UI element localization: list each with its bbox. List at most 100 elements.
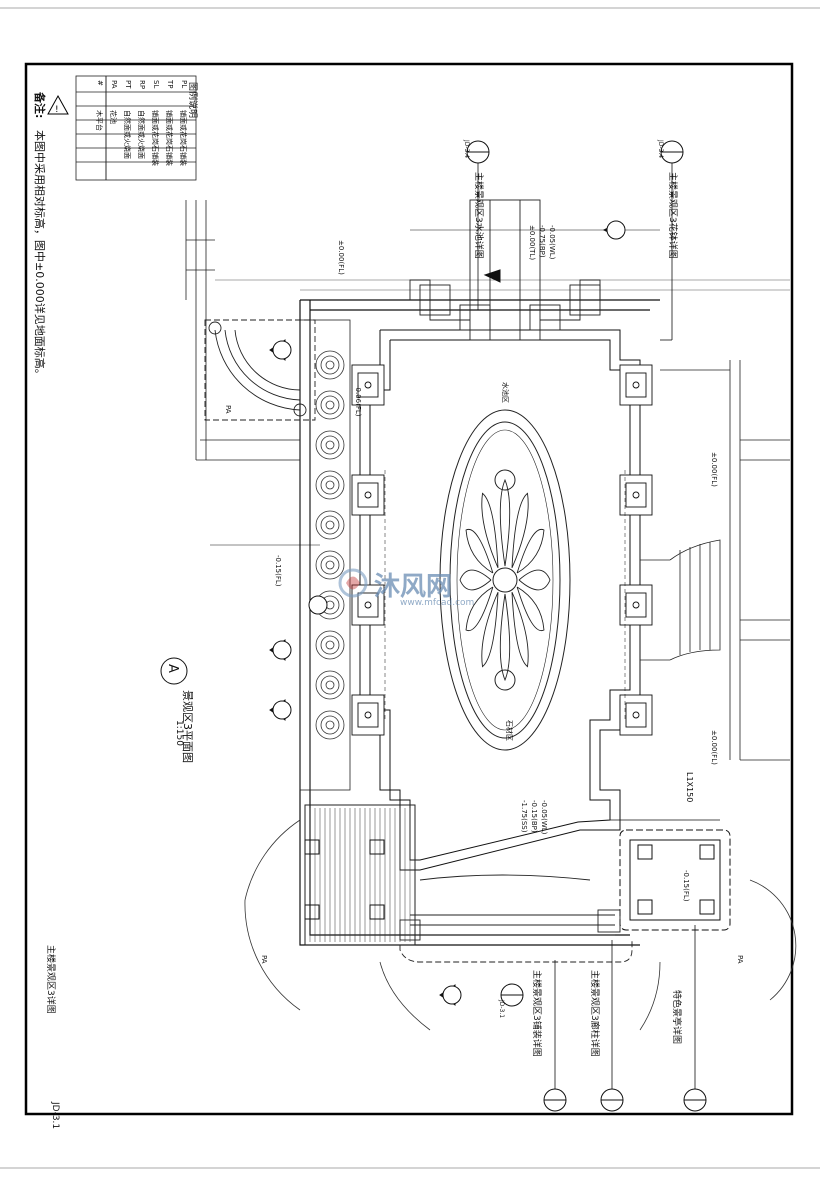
flower-pattern	[459, 478, 551, 682]
elev-right-bottom: ±0.00(FL)	[710, 730, 718, 765]
petal	[518, 569, 551, 591]
legend-code: TP	[166, 80, 174, 89]
column-pads	[351, 364, 653, 736]
petal	[516, 528, 545, 574]
plan-scale: 1:150	[174, 720, 184, 746]
spiral-ornament	[315, 470, 345, 500]
petal	[499, 593, 511, 682]
planter-code-bl: PA	[260, 955, 268, 964]
section-marker-circles	[272, 220, 626, 1005]
legend-code: #	[96, 80, 104, 86]
legend-desc: 铺面或花岗石铺装	[165, 110, 173, 166]
deck-boards	[309, 808, 411, 942]
center-label-upper: 水池区	[501, 382, 509, 403]
spiral-ornament	[315, 550, 345, 580]
right-building	[640, 360, 790, 761]
legend-code: RP	[138, 80, 146, 90]
petal	[516, 586, 545, 632]
section-markers	[269, 221, 621, 1006]
warning-triangle-icon	[47, 94, 69, 115]
section-ref-label: JD-3.1	[498, 1000, 505, 1019]
column-pad	[619, 364, 653, 406]
column-pad	[351, 474, 385, 516]
legend-desc: 自然面或火烧面	[123, 110, 131, 159]
lower-path	[399, 874, 633, 963]
drawing-number: JD-3.1	[50, 1102, 60, 1130]
drawing-title: 主楼景观区3详图	[45, 945, 55, 1014]
legend-desc: 铺面或花岗石铺装	[151, 110, 159, 166]
spiral-ornament	[315, 390, 345, 420]
note-label: 备注:	[33, 92, 46, 119]
petal	[459, 569, 492, 591]
spiral-ornament	[315, 430, 345, 460]
central-fountain	[439, 409, 571, 751]
legend-desc: 铺面或花岗石铺装	[179, 110, 187, 166]
svg-text:!: !	[55, 105, 59, 115]
spiral-ornament	[315, 350, 345, 380]
legend-table	[75, 75, 197, 181]
note-text: 本图中采用相对标高，图中±0.000详见地面标高。	[33, 130, 46, 380]
callout-top-1-ref: JD-3.4	[463, 140, 470, 159]
wood-deck	[304, 804, 416, 946]
planter-code-tl: PA	[224, 405, 232, 414]
column-pad	[619, 694, 653, 736]
callout-top-1-text: 主楼景观区3水池详图	[473, 172, 483, 259]
legend-desc: 自然面或火烧面	[137, 110, 145, 159]
column-pad	[351, 584, 385, 626]
watermark-logo-icon	[338, 568, 368, 598]
legend-code: PT	[124, 80, 132, 89]
petal	[481, 492, 499, 569]
watermark-url: www.mfcad.com	[400, 598, 475, 608]
elev-center-b: -0.75(BP)	[538, 225, 546, 258]
spiral-ornament	[315, 510, 345, 540]
center-label-lower: 石材区	[505, 720, 513, 741]
elev-left-mid: -0.15(FL)	[274, 555, 282, 587]
petal	[465, 586, 494, 632]
planter-strip	[299, 319, 351, 791]
dim-right: L1X150	[685, 772, 694, 803]
curved-planter	[204, 319, 316, 421]
elev-lower-b: -0.15(BP)	[530, 800, 538, 833]
elev-top-left: ±0.00(FL)	[337, 240, 345, 275]
legend-desc: 花池	[109, 110, 117, 124]
callout-bottom-1-text: 主楼景观区3铺装详图	[531, 970, 541, 1057]
pavilion	[304, 829, 731, 931]
petal	[511, 492, 529, 569]
petal	[481, 591, 499, 668]
legend-code: PA	[110, 80, 118, 89]
drawing-frame	[24, 62, 794, 1116]
elev-center-c: ±0.00(TL)	[528, 225, 536, 261]
elev-lower-a: -0.05(WL)	[540, 800, 548, 835]
legend-title: 图例说明	[187, 82, 197, 119]
spiral-ornament	[315, 630, 345, 660]
callout-bottom-2-text: 主楼景观区3廊柱详图	[589, 970, 599, 1057]
building-outline	[185, 200, 790, 461]
planter-code-br: PA	[736, 955, 744, 964]
decorative-circles	[315, 350, 345, 740]
elev-lower-c: -1.75(SS)	[520, 800, 528, 833]
column-pad	[619, 474, 653, 516]
bottom-arcs	[244, 819, 797, 1031]
watermark-text: 沐风网	[374, 572, 453, 602]
column-pad	[351, 364, 385, 406]
callout-top-2-ref: JD-3.4	[657, 140, 664, 159]
legend-code: SL	[152, 80, 160, 89]
elev-center-a: -0.05(WL)	[548, 225, 556, 260]
elev-right-top: ±0.00(FL)	[710, 452, 718, 487]
legend-code: PL	[180, 80, 188, 89]
elev-left-upper: -0.06(FL)	[354, 385, 362, 417]
water-channel	[409, 199, 601, 341]
leader-lines	[210, 160, 720, 1090]
elev-bottom-right: -0.15(FL)	[682, 870, 690, 902]
callout-top-2-text: 主楼景观区3花钵详图	[667, 172, 677, 259]
callout-bottom-3-text: 特色景亭详图	[671, 990, 681, 1045]
petal	[499, 478, 511, 567]
callout-bubbles	[160, 140, 707, 1112]
plan-label: A	[165, 664, 180, 673]
petal	[465, 528, 494, 574]
column-pad	[351, 694, 385, 736]
petal	[511, 591, 529, 668]
spiral-ornament	[315, 710, 345, 740]
